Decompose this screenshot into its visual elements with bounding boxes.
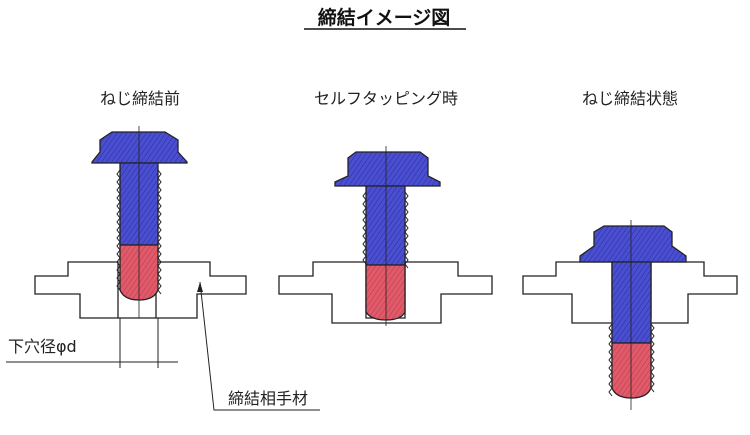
hole-diameter-label: 下穴径φd [8,337,77,356]
stage-tapping [278,146,493,326]
screw-shank-tapping [365,185,406,266]
stage-label-before: ねじ締結前 [100,89,180,108]
mating-member-before [34,261,247,319]
stage-before [34,126,247,319]
screw-head-before [91,131,188,164]
diagram-title: 締結イメージ図 [318,6,451,29]
screw-shank-fastened [611,261,652,344]
mating-member-label: 締結相手材 [228,389,308,408]
screw-tip-fastened [611,342,652,399]
screw-head-tapping [334,151,441,187]
screw-head-fastened [579,225,687,263]
mating-member-tapping [278,261,493,324]
stage-label-tapping: セルフタッピング時 [314,89,458,108]
screw-tip-tapping [365,264,406,321]
mating-member-leader: 締結相手材 [197,281,320,411]
stage-fastened [522,220,738,410]
hole-diameter-dimension: 下穴径φd [6,318,178,368]
stage-label-fastened: ねじ締結状態 [582,89,678,108]
